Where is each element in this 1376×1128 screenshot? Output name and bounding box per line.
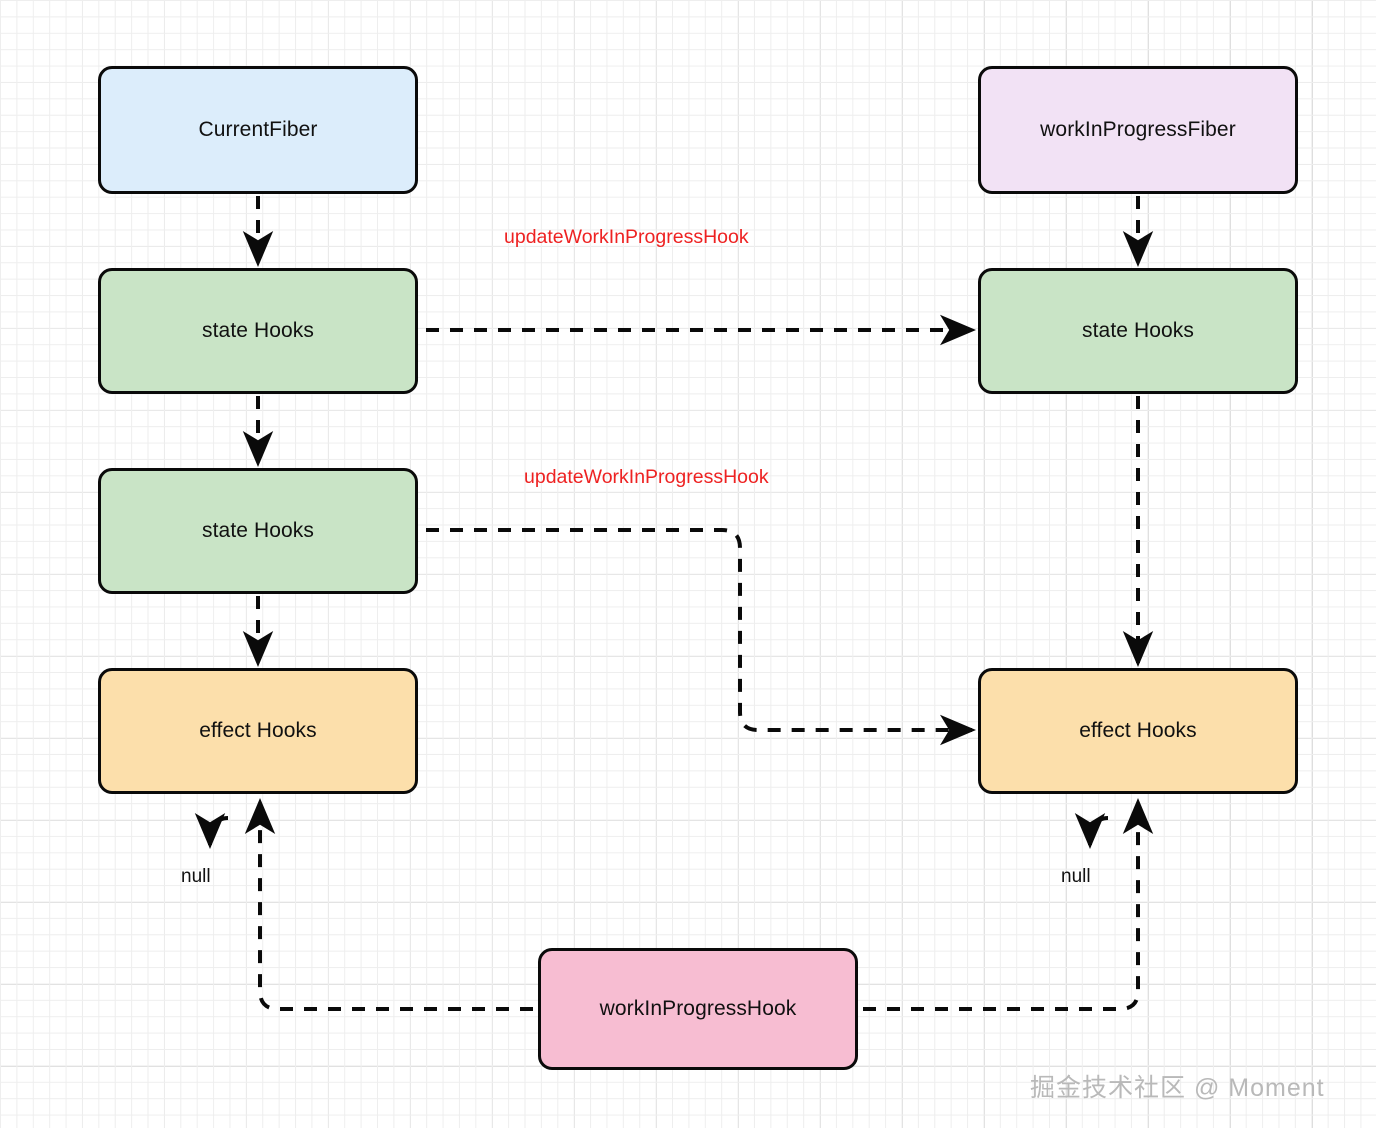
node-right-state-hooks[interactable]: state Hooks <box>978 268 1298 394</box>
edge-label-update-wip-hook-1: updateWorkInProgressHook <box>504 226 749 248</box>
node-label: state Hooks <box>1082 319 1194 342</box>
null-pointer-arrow-right <box>1074 812 1109 849</box>
edge-wiphook-to-left-effect-hooks <box>244 798 533 1011</box>
node-left-state-hooks-1[interactable]: state Hooks <box>98 268 418 394</box>
node-label: effect Hooks <box>1079 719 1197 742</box>
node-label: workInProgressFiber <box>1040 118 1236 141</box>
node-label: workInProgressHook <box>599 997 797 1020</box>
node-label: effect Hooks <box>199 719 317 742</box>
node-left-effect-hooks[interactable]: effect Hooks <box>98 668 418 794</box>
node-right-effect-hooks[interactable]: effect Hooks <box>978 668 1298 794</box>
watermark: 掘金技术社区 @ Moment <box>1030 1074 1325 1102</box>
node-wip-fiber[interactable]: workInProgressFiber <box>978 66 1298 194</box>
node-current-fiber[interactable]: CurrentFiber <box>98 66 418 194</box>
edge-update-wip-hook-2 <box>426 528 976 746</box>
null-pointer-arrow-left <box>194 812 229 849</box>
node-label: state Hooks <box>202 519 314 542</box>
node-label: CurrentFiber <box>198 118 318 141</box>
node-wip-hook[interactable]: workInProgressHook <box>538 948 858 1070</box>
node-left-state-hooks-2[interactable]: state Hooks <box>98 468 418 594</box>
null-label-right: null <box>1061 866 1091 887</box>
node-label: state Hooks <box>202 319 314 342</box>
edge-wiphook-to-right-effect-hooks <box>863 798 1154 1011</box>
null-label-left: null <box>181 866 211 887</box>
edge-label-update-wip-hook-2: updateWorkInProgressHook <box>524 466 769 488</box>
